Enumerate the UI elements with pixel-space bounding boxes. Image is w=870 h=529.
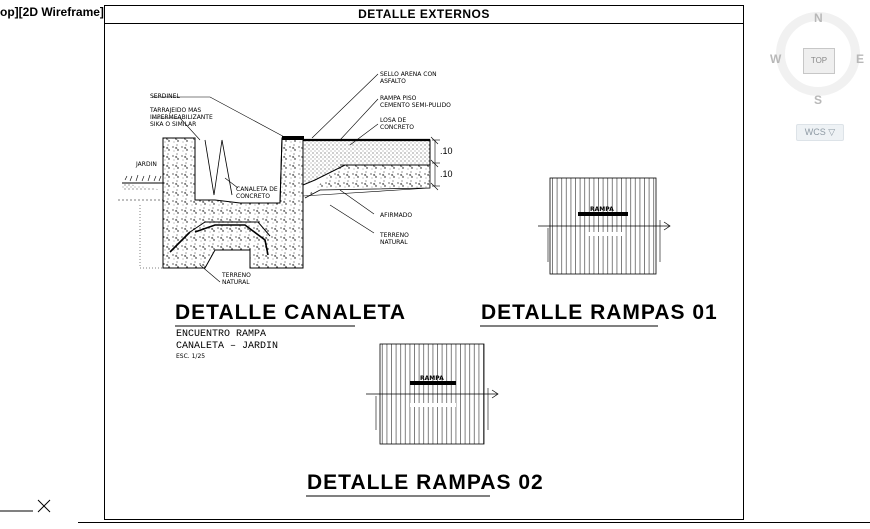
viewport-label[interactable]: op][2D Wireframe] [0, 5, 104, 19]
note-tarrajeo-2: IMPERMEABILIZANTE [150, 114, 213, 121]
note-tarrajeo-3: SIKA O SIMILAR [150, 121, 197, 128]
viewcube[interactable]: N S E W TOP WCS ▽ [770, 8, 866, 158]
compass-west[interactable]: W [770, 52, 782, 66]
detail-canaleta-drawing [118, 73, 440, 283]
note-jardin: JARDIN [136, 161, 157, 168]
viewcube-top-face[interactable]: TOP [803, 48, 835, 74]
detail-rampas-01-title: DETALLE RAMPAS 01 [481, 301, 718, 324]
compass-east[interactable]: E [856, 52, 865, 66]
wcs-dropdown[interactable]: WCS ▽ [796, 124, 844, 141]
detail-rampas-02-drawing [366, 343, 499, 445]
note-serdinel: SERDINEL [150, 93, 180, 100]
note-sello-1: SELLO ARENA CON [380, 71, 437, 78]
rampa-label-01: RAMPA [590, 206, 614, 213]
note-afirmado: AFIRMADO [380, 212, 413, 219]
rampa-label-02: RAMPA [420, 375, 444, 382]
note-losa-2: CONCRETO [380, 124, 414, 131]
dimension-1: .10 [440, 146, 453, 156]
note-rampa-piso-1: RAMPA PISO [380, 95, 417, 102]
note-terreno-der-2: NATURAL [380, 239, 408, 246]
ucs-icon [0, 499, 51, 513]
detail-canaleta-subtitle-1: ENCUENTRO RAMPA [176, 329, 267, 340]
note-losa-1: LOSA DE [380, 117, 407, 124]
note-rampa-piso-2: CEMENTO SEMI-PULIDO [380, 102, 451, 109]
compass-north[interactable]: N [814, 11, 823, 25]
note-canaleta-1: CANALETA DE [236, 186, 278, 193]
detail-rampas-02-title: DETALLE RAMPAS 02 [307, 471, 544, 494]
drawing-sheet[interactable]: DETALLE EXTERNOS [104, 5, 744, 520]
detail-rampas-01-drawing [538, 177, 671, 275]
compass-south[interactable]: S [814, 93, 823, 107]
compass-ring[interactable] [776, 12, 860, 96]
note-terreno-der-1: TERRENO [380, 232, 409, 239]
detail-canaleta-subtitle-2: CANALETA – JARDIN [176, 341, 279, 352]
dimension-2: .10 [440, 169, 453, 179]
detail-canaleta-title: DETALLE CANALETA [175, 301, 407, 324]
sheet-title: DETALLE EXTERNOS [105, 6, 743, 24]
note-sello-2: ASFALTO [380, 78, 406, 85]
note-terreno-izq-2: NATURAL [222, 279, 250, 286]
note-canaleta-2: CONCRETO [236, 193, 270, 200]
note-tarrajeo-1: TARRAJEIDO MAS [150, 107, 202, 114]
note-terreno-izq-1: TERRENO [222, 272, 251, 279]
detail-canaleta-scale: ESC. 1/25 [176, 353, 206, 360]
bottom-scroll-edge [78, 522, 870, 523]
